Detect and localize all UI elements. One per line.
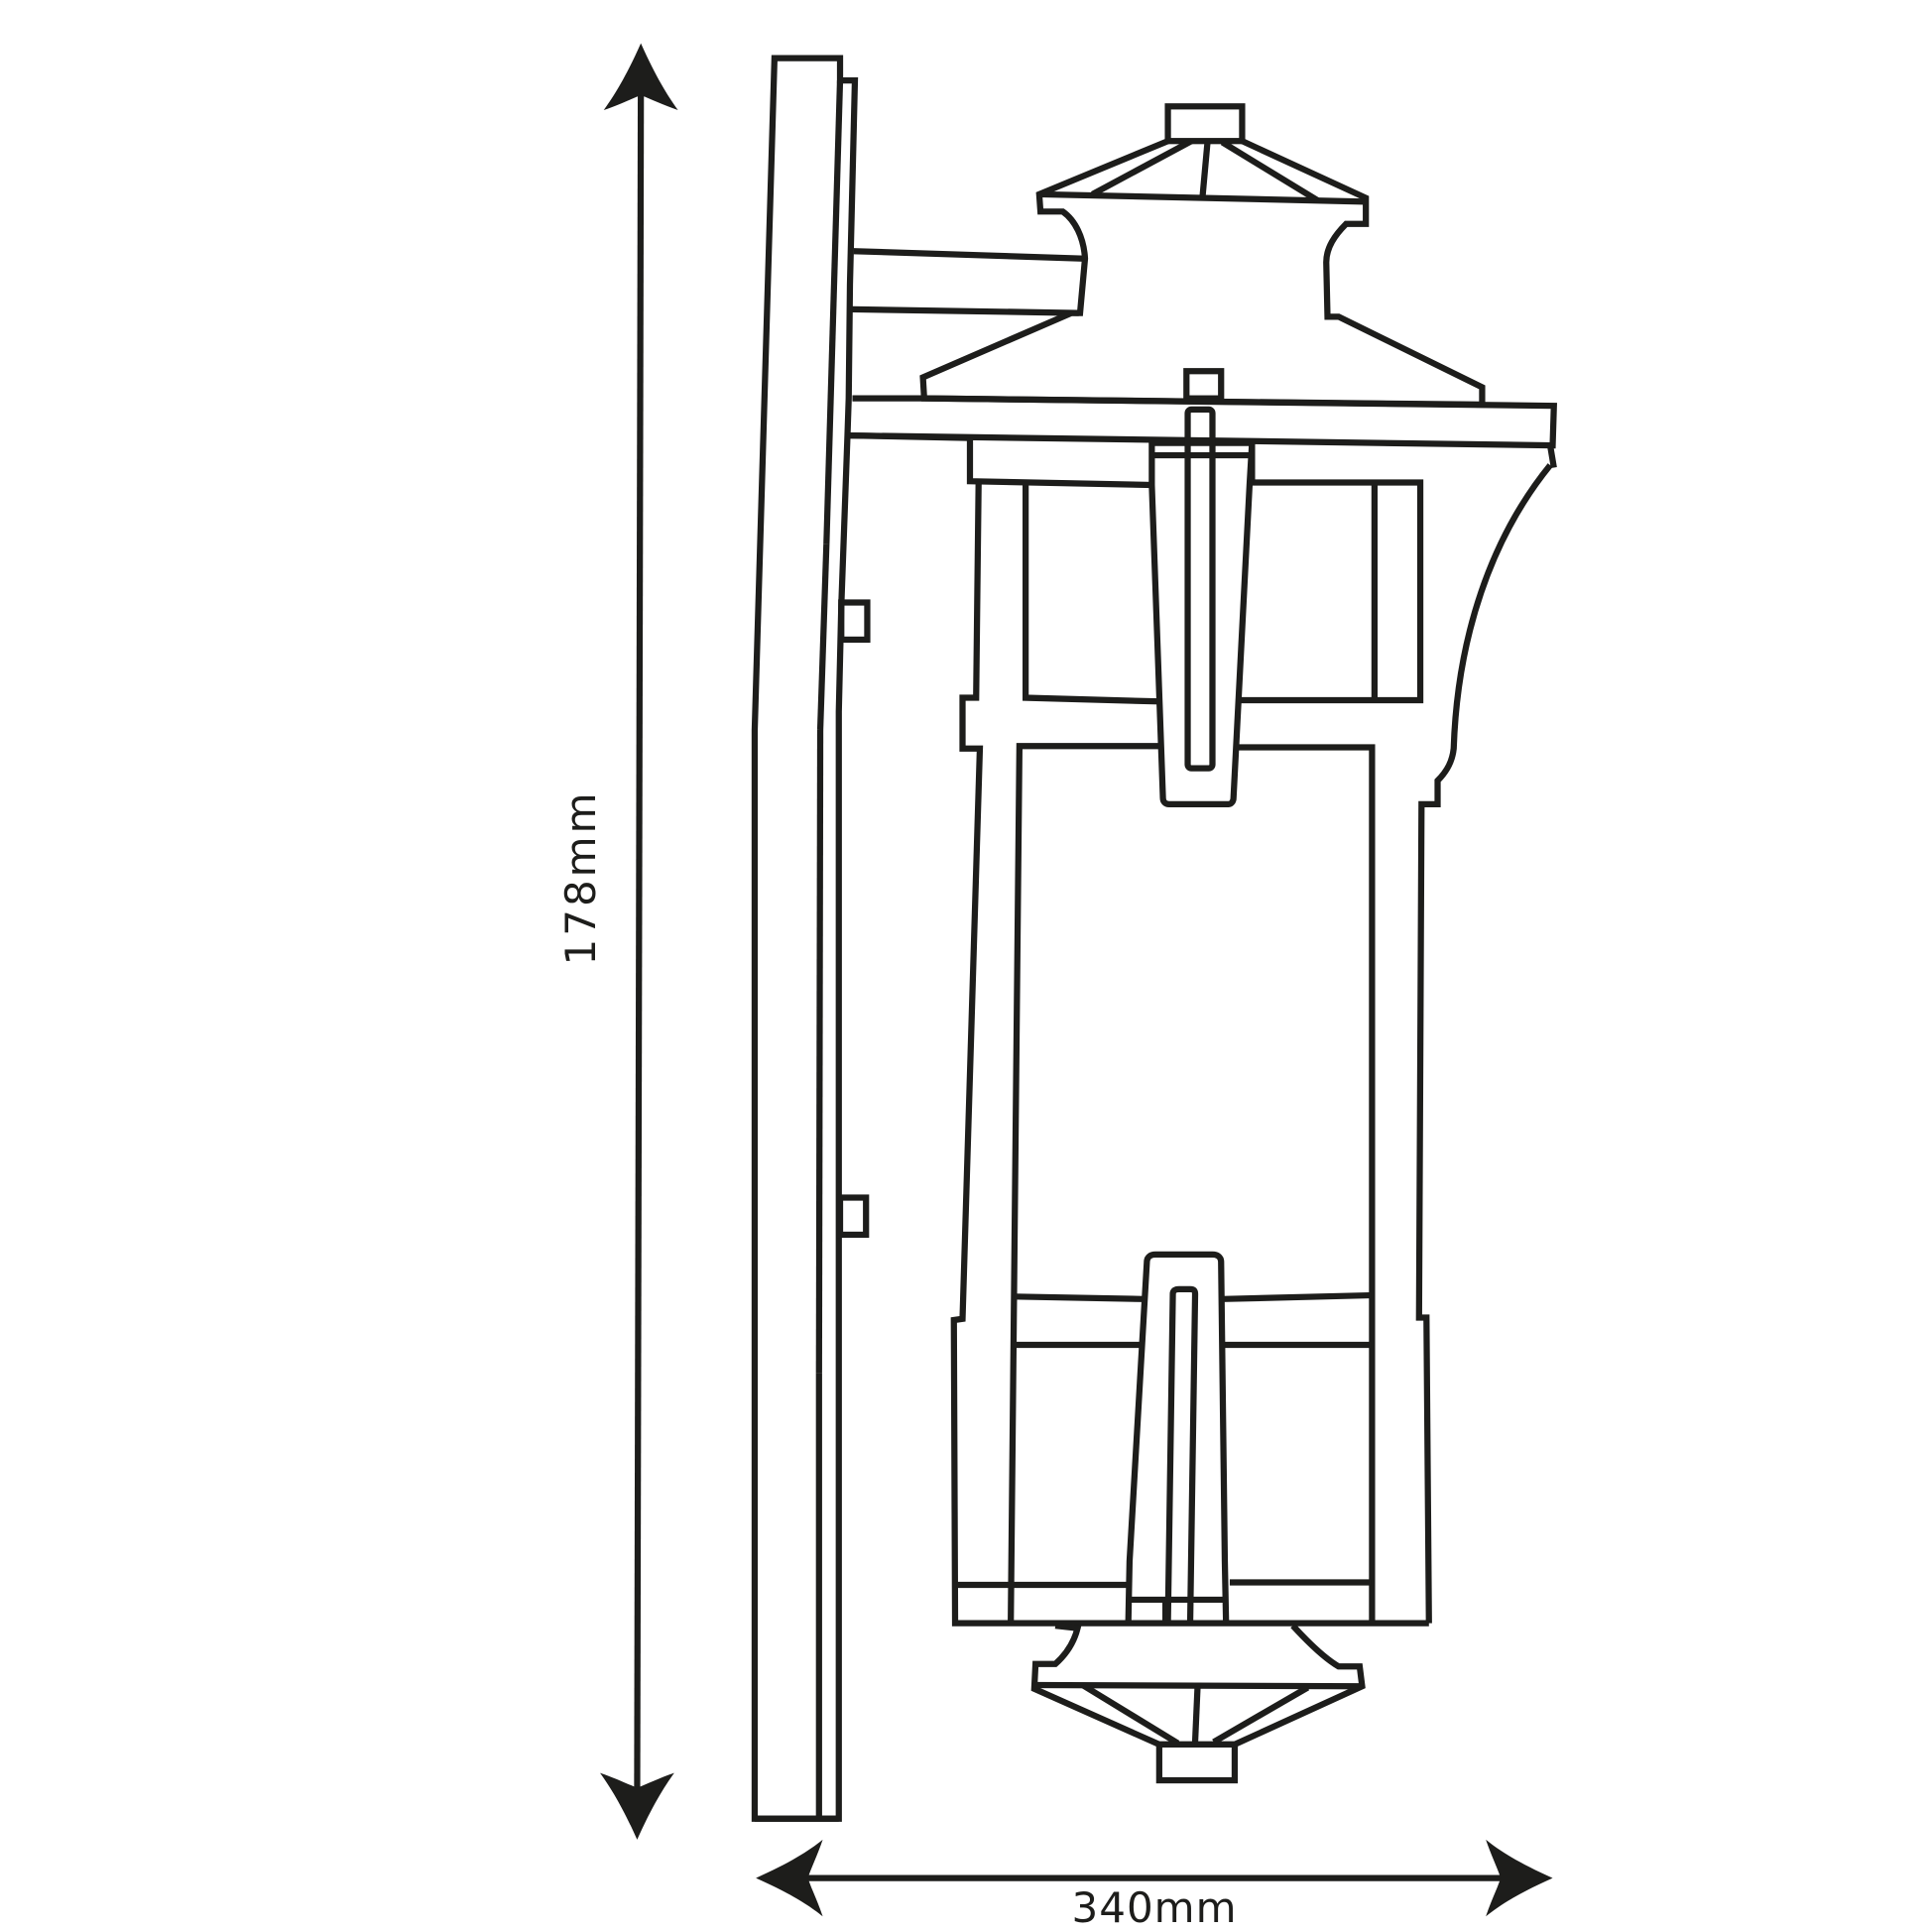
- bottom-finial: [1155, 1741, 1239, 1784]
- lantern-body: [950, 437, 1429, 1627]
- bottom-cap: [1030, 1623, 1366, 1784]
- arrow-down-icon: [600, 1772, 674, 1840]
- arrow-left-icon: [756, 1839, 823, 1917]
- upper-mount-tab: [838, 599, 871, 644]
- glass-panels: [956, 484, 1379, 1589]
- support-bracket: [1415, 463, 1553, 1624]
- arrow-up-icon: [603, 43, 678, 111]
- height-dimension-label: 178mm: [556, 789, 605, 966]
- roof-finial: [1164, 103, 1246, 145]
- canopy-top-block: [1183, 368, 1225, 402]
- wall-backplate: [751, 55, 871, 1822]
- arrow-right-icon: [1486, 1839, 1553, 1917]
- upper-lamp-holder: [1148, 406, 1256, 807]
- height-dimension: [600, 43, 678, 1840]
- width-dimension-label: 340mm: [1071, 1883, 1238, 1932]
- height-dimension-line: [634, 86, 645, 1797]
- lower-lamp-holder: [1125, 1251, 1230, 1624]
- upper-lamp-rod: [1184, 406, 1216, 772]
- lower-mount-tab: [836, 1194, 870, 1239]
- mounting-arm: [849, 248, 1084, 441]
- width-dimension: [756, 1839, 1553, 1917]
